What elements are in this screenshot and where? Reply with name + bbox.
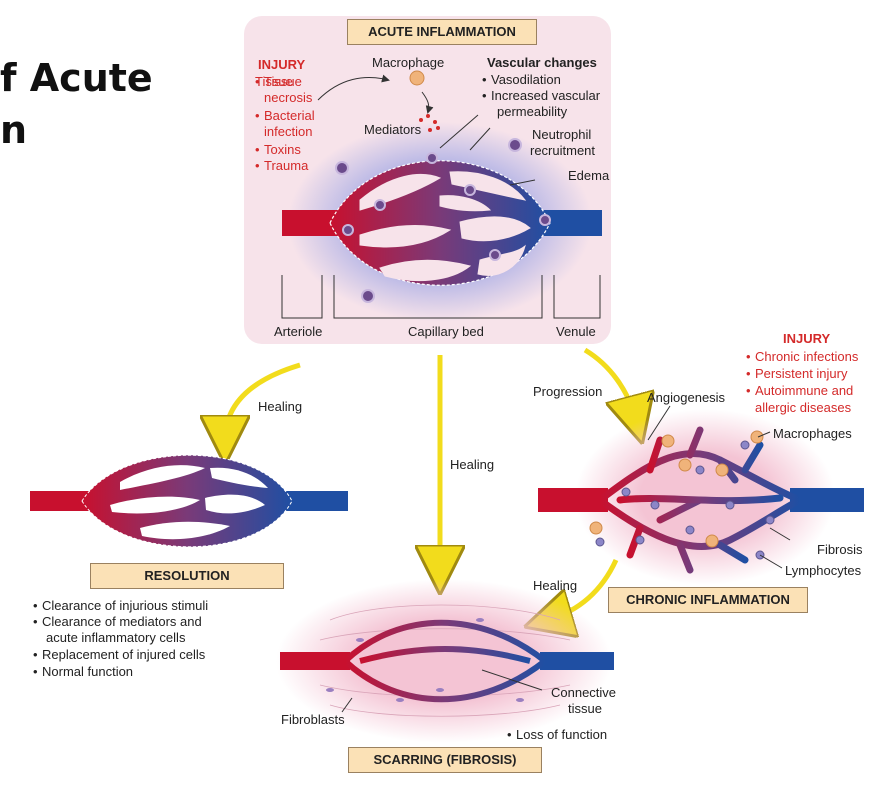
lymphocytes xyxy=(595,440,775,560)
acute-injury-heading: INJURY xyxy=(258,57,306,72)
acute-injury-item: • xyxy=(255,108,260,123)
chronic-injury-item: Autoimmune and xyxy=(755,383,854,398)
loss-of-function-bullet: • xyxy=(507,727,512,742)
macrophages-chronic xyxy=(589,430,764,548)
slide-title-line-1: f Acute xyxy=(0,56,153,100)
vascular-item: Increased vascular xyxy=(491,88,601,103)
macrophages-label: Macrophages xyxy=(773,426,852,441)
resolution-item: acute inflammatory cells xyxy=(46,630,186,645)
resolution-item: Replacement of injured cells xyxy=(42,647,206,662)
resolution-item: Normal function xyxy=(42,664,134,679)
chronic-injury-item: • xyxy=(746,366,751,381)
acute-injury-item: Trauma xyxy=(264,158,309,173)
chronic-injury-item: • xyxy=(746,383,751,398)
neutrophils-acute xyxy=(335,138,551,303)
acute-injury-item: necrosis xyxy=(264,90,313,105)
acute-injury-item: • xyxy=(255,158,260,173)
scarring-label: SCARRING (FIBROSIS) xyxy=(348,747,542,773)
venule-label: Venule xyxy=(556,324,596,339)
capillary-bed-label: Capillary bed xyxy=(408,324,484,339)
vascular-changes-heading: Vascular changes xyxy=(487,55,597,70)
scar-leader-lines xyxy=(341,669,543,713)
fibroblasts-label: Fibroblasts xyxy=(281,712,345,727)
slide-title: f Acute n xyxy=(0,52,153,156)
resolution-item: Clearance of injurious stimuli xyxy=(42,598,209,613)
resolution-item: • xyxy=(33,664,38,679)
resolution-item: • xyxy=(33,614,38,629)
acute-injury-item: infection xyxy=(264,124,313,139)
acute-injury-item: Toxins xyxy=(264,142,301,157)
slide-title-line-2: n xyxy=(0,108,28,152)
healing-right-label: Healing xyxy=(533,578,578,593)
macrophage-label: Macrophage xyxy=(372,55,445,70)
chronic-injury-heading: INJURY xyxy=(783,331,831,346)
chronic-injury-item: • xyxy=(746,349,751,364)
acute-inflammation-label: ACUTE INFLAMMATION xyxy=(347,19,537,45)
scar-vessel xyxy=(280,619,614,703)
arteriole-label: Arteriole xyxy=(274,324,323,339)
healing-center-label: Healing xyxy=(450,457,495,472)
connective-tissue-label: Connective xyxy=(551,685,617,700)
progression-label: Progression xyxy=(533,384,603,399)
acute-injury-item: Tissue xyxy=(255,74,293,89)
acute-leader-lines xyxy=(281,74,601,319)
resolution-item: Clearance of mediators and xyxy=(42,614,202,629)
edema-label: Edema xyxy=(568,168,610,183)
chronic-injury-item: allergic diseases xyxy=(755,400,852,415)
resolution-item: • xyxy=(33,598,38,613)
acute-injury-item: Tissue xyxy=(264,74,302,89)
lymphocytes-label: Lymphocytes xyxy=(785,563,862,578)
neutrophil-label: recruitment xyxy=(530,143,596,158)
acute-injury-item: • xyxy=(255,74,260,89)
vascular-item: Vasodilation xyxy=(491,72,561,87)
connective-tissue-label: tissue xyxy=(568,701,602,716)
vascular-item: permeability xyxy=(497,104,568,119)
resolution-vessel xyxy=(30,454,348,548)
macrophage-cell xyxy=(409,70,425,86)
acute-vessel xyxy=(282,160,602,286)
chronic-leader-lines xyxy=(647,405,791,569)
mediators-label: Mediators xyxy=(364,122,422,137)
loss-of-function-label: Loss of function xyxy=(516,727,608,742)
chronic-vessel xyxy=(538,426,864,574)
angiogenesis-label: Angiogenesis xyxy=(647,390,726,405)
chronic-injury-item: Persistent injury xyxy=(755,366,848,381)
chronic-injury-item: Chronic infections xyxy=(755,349,859,364)
fibrosis-label: Fibrosis xyxy=(817,542,863,557)
acute-injury-item: Bacterial xyxy=(264,108,315,123)
vascular-item: • xyxy=(482,88,487,103)
healing-left-label: Healing xyxy=(258,399,303,414)
acute-injury-item: • xyxy=(255,142,260,157)
fibroblast-cells xyxy=(326,618,524,702)
mediator-dots xyxy=(419,114,440,132)
neutrophil-label: Neutrophil xyxy=(532,127,592,142)
vascular-item: • xyxy=(482,72,487,87)
scar-halo xyxy=(276,579,612,743)
chronic-inflammation-label: CHRONIC INFLAMMATION xyxy=(608,587,808,613)
resolution-label: RESOLUTION xyxy=(90,563,284,589)
resolution-item: • xyxy=(33,647,38,662)
